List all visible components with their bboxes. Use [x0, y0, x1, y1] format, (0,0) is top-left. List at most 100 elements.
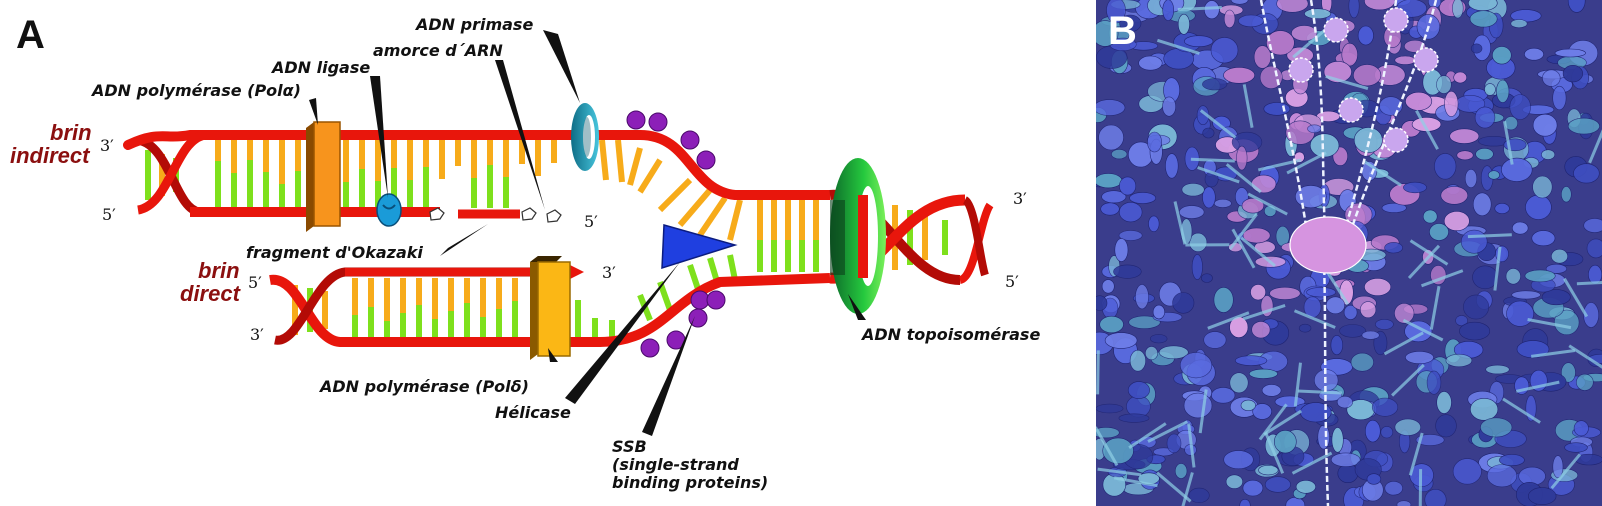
- protein-blob: [1360, 301, 1377, 319]
- protein-blob: [1309, 133, 1340, 158]
- lattice-fiber: [1096, 350, 1100, 395]
- lattice-fiber: [1199, 109, 1237, 139]
- ssb-protein: [640, 338, 660, 358]
- protein-blob: [1229, 372, 1249, 394]
- lattice-fiber: [1568, 344, 1602, 369]
- lattice-fiber: [1530, 349, 1576, 358]
- protein-blob: [1456, 150, 1474, 161]
- protein-blob: [1172, 292, 1195, 314]
- protein-blob: [1096, 173, 1123, 189]
- protein-blob: [1114, 238, 1129, 262]
- protein-blob: [1113, 264, 1142, 279]
- end-lagging-top-3: 3′: [100, 136, 114, 155]
- protein-blob: [1295, 185, 1327, 209]
- end-leading-bottom-3: 3′: [250, 325, 264, 344]
- protein-blob: [1394, 302, 1415, 324]
- protein-blob: [1213, 286, 1234, 313]
- protein-blob: [1436, 75, 1452, 94]
- lattice-fiber: [1156, 38, 1200, 55]
- protein-blob: [1204, 0, 1220, 20]
- ssb-protein: [706, 290, 726, 310]
- protein-blob: [1394, 418, 1421, 436]
- protein-blob: [1468, 0, 1498, 11]
- protein-blob: [1174, 463, 1188, 479]
- protein-blob: [1202, 186, 1216, 209]
- protein-blob: [1336, 395, 1353, 409]
- protein-blob: [1225, 474, 1243, 489]
- lattice-fiber: [1297, 389, 1342, 395]
- replisome-protein: [1383, 127, 1409, 153]
- protein-blob: [1496, 79, 1510, 103]
- protein-blob: [1453, 71, 1468, 84]
- protein-blob: [1464, 169, 1478, 189]
- protein-blob: [1242, 227, 1271, 244]
- dna-strands-illustration: [1259, 0, 1439, 506]
- panel-letter-a: A: [16, 13, 45, 57]
- protein-blob: [1532, 113, 1558, 137]
- lattice-fiber: [1415, 109, 1439, 150]
- protein-blob: [1148, 215, 1160, 233]
- protein-blob: [1422, 209, 1438, 224]
- ssb-proteins: [626, 110, 726, 358]
- protein-blob: [1396, 500, 1412, 506]
- protein-blob: [1119, 202, 1143, 223]
- protein-blob: [1516, 340, 1550, 359]
- protein-blob: [1353, 127, 1383, 154]
- lattice-fiber: [1292, 27, 1328, 59]
- protein-blob: [1235, 355, 1268, 366]
- lattice-fiber: [1588, 129, 1602, 164]
- protein-blob: [1343, 304, 1358, 320]
- protein-blob: [1106, 0, 1126, 24]
- replisome-protein: [1323, 17, 1349, 43]
- protein-blob: [1339, 324, 1367, 338]
- lattice-fiber: [1190, 157, 1235, 163]
- end-lagging-bottom-5: 5′: [102, 205, 116, 224]
- protein-blob: [1415, 434, 1445, 446]
- protein-blob: [1144, 346, 1158, 361]
- replisome-protein: [1338, 97, 1364, 123]
- dna-strand: [1309, 0, 1328, 261]
- rna-primer-shapes: [429, 207, 562, 223]
- protein-blob: [1252, 403, 1272, 420]
- protein-blob: [1384, 242, 1403, 254]
- lattice-fiber: [1096, 426, 1119, 467]
- protein-blob: [1223, 450, 1254, 470]
- protein-blob: [1099, 315, 1124, 334]
- protein-blob: [1181, 183, 1205, 197]
- end-leading-3: 3′: [602, 263, 616, 282]
- lattice-fiber: [1113, 476, 1158, 488]
- protein-blob: [1230, 0, 1249, 5]
- replisome-core: [1289, 216, 1367, 274]
- protein-blob: [1128, 315, 1161, 329]
- protein-blob: [1583, 302, 1599, 328]
- protein-blob: [1330, 452, 1361, 467]
- protein-blob: [1188, 487, 1210, 504]
- protein-blob: [1512, 221, 1529, 235]
- protein-blob: [1501, 157, 1533, 182]
- protein-blob: [1452, 458, 1482, 485]
- protein-blob: [1129, 192, 1157, 204]
- protein-blob: [1223, 67, 1256, 84]
- protein-blob: [1162, 96, 1176, 117]
- label-ssb-line2: (single-strand: [612, 455, 739, 474]
- protein-blob: [1259, 65, 1283, 89]
- protein-blob: [1567, 0, 1586, 13]
- protein-blob: [1444, 90, 1459, 117]
- protein-blob: [1435, 414, 1457, 438]
- protein-blob: [1152, 304, 1166, 320]
- replisome-protein: [1413, 47, 1439, 73]
- lattice-fiber: [1467, 233, 1512, 239]
- protein-blob: [1263, 102, 1291, 116]
- lattice-fiber: [1493, 246, 1502, 291]
- protein-blob: [1248, 368, 1278, 379]
- protein-blob: [1573, 163, 1600, 184]
- protein-blob: [1573, 420, 1589, 437]
- base-pair: [727, 254, 738, 281]
- base-pair: [637, 158, 663, 194]
- protein-blob: [1276, 0, 1309, 13]
- protein-blob: [1429, 223, 1449, 241]
- ssb-protein: [648, 112, 668, 132]
- ssb-protein: [690, 290, 710, 310]
- protein-blob: [1304, 8, 1332, 19]
- protein-blob: [1564, 442, 1588, 453]
